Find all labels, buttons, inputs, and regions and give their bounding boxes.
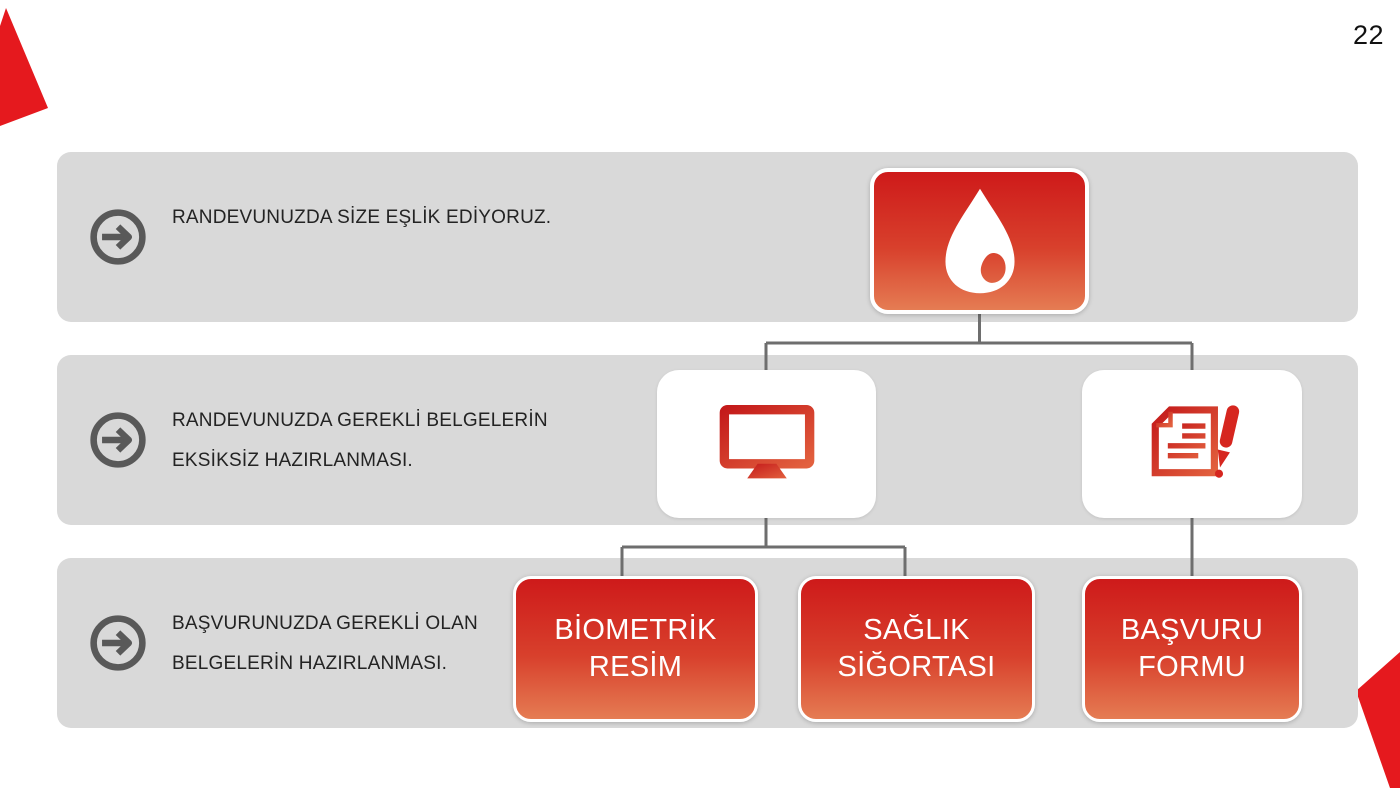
- leaf-node-biometrik-resim: BİOMETRİK RESİM: [513, 576, 758, 722]
- leaf-node-saglik-sigortasi: SAĞLIK SİĞORTASI: [798, 576, 1035, 722]
- flowchart-root-node: [870, 168, 1089, 314]
- flowchart-branch-monitor: [657, 370, 876, 518]
- water-drop-icon: [944, 188, 1015, 294]
- leaf-label-line: SAĞLIK: [863, 614, 970, 646]
- red-triangle-top-left-icon: [0, 8, 48, 126]
- page-number: 22: [1352, 20, 1384, 50]
- step-text-2: RANDEVUNUZDA GEREKLİ BELGELERİN EKSİKSİZ…: [172, 401, 548, 481]
- leaf-label-line: RESİM: [588, 651, 683, 683]
- step-text-line: BAŞVURUNUZDA GEREKLİ OLAN: [172, 613, 478, 634]
- leaf-node-basvuru-formu: BAŞVURU FORMU: [1082, 576, 1302, 722]
- step-text-line: RANDEVUNUZDA GEREKLİ BELGELERİN: [172, 410, 548, 431]
- step-text-1: RANDEVUNUZDA SİZE EŞLİK EDİYORUZ.: [172, 198, 551, 238]
- step-text-line: EKSİKSİZ HAZIRLANMASI.: [172, 450, 413, 471]
- leaf-label-line: BAŞVURU: [1120, 614, 1264, 646]
- leaf-label-line: SİĞORTASI: [837, 651, 996, 683]
- step-text-line: RANDEVUNUZDA SİZE EŞLİK EDİYORUZ.: [172, 207, 552, 228]
- step-band-1: RANDEVUNUZDA SİZE EŞLİK EDİYORUZ.: [57, 152, 1358, 322]
- arrow-right-circle-icon: [90, 412, 146, 468]
- leaf-label-line: FORMU: [1138, 651, 1246, 683]
- step-text-3: BAŞVURUNUZDA GEREKLİ OLAN BELGELERİN HAZ…: [172, 604, 478, 684]
- step-text-line: BELGELERİN HAZIRLANMASI.: [172, 653, 448, 674]
- document-pen-icon: [1151, 405, 1240, 478]
- flowchart-branch-document: [1082, 370, 1302, 518]
- red-triangle-bottom-right-icon: [1356, 652, 1400, 788]
- arrow-right-circle-icon: [90, 615, 146, 671]
- computer-monitor-icon: [719, 405, 814, 479]
- arrow-right-circle-icon: [90, 209, 146, 265]
- leaf-label-line: BİOMETRİK: [554, 614, 717, 646]
